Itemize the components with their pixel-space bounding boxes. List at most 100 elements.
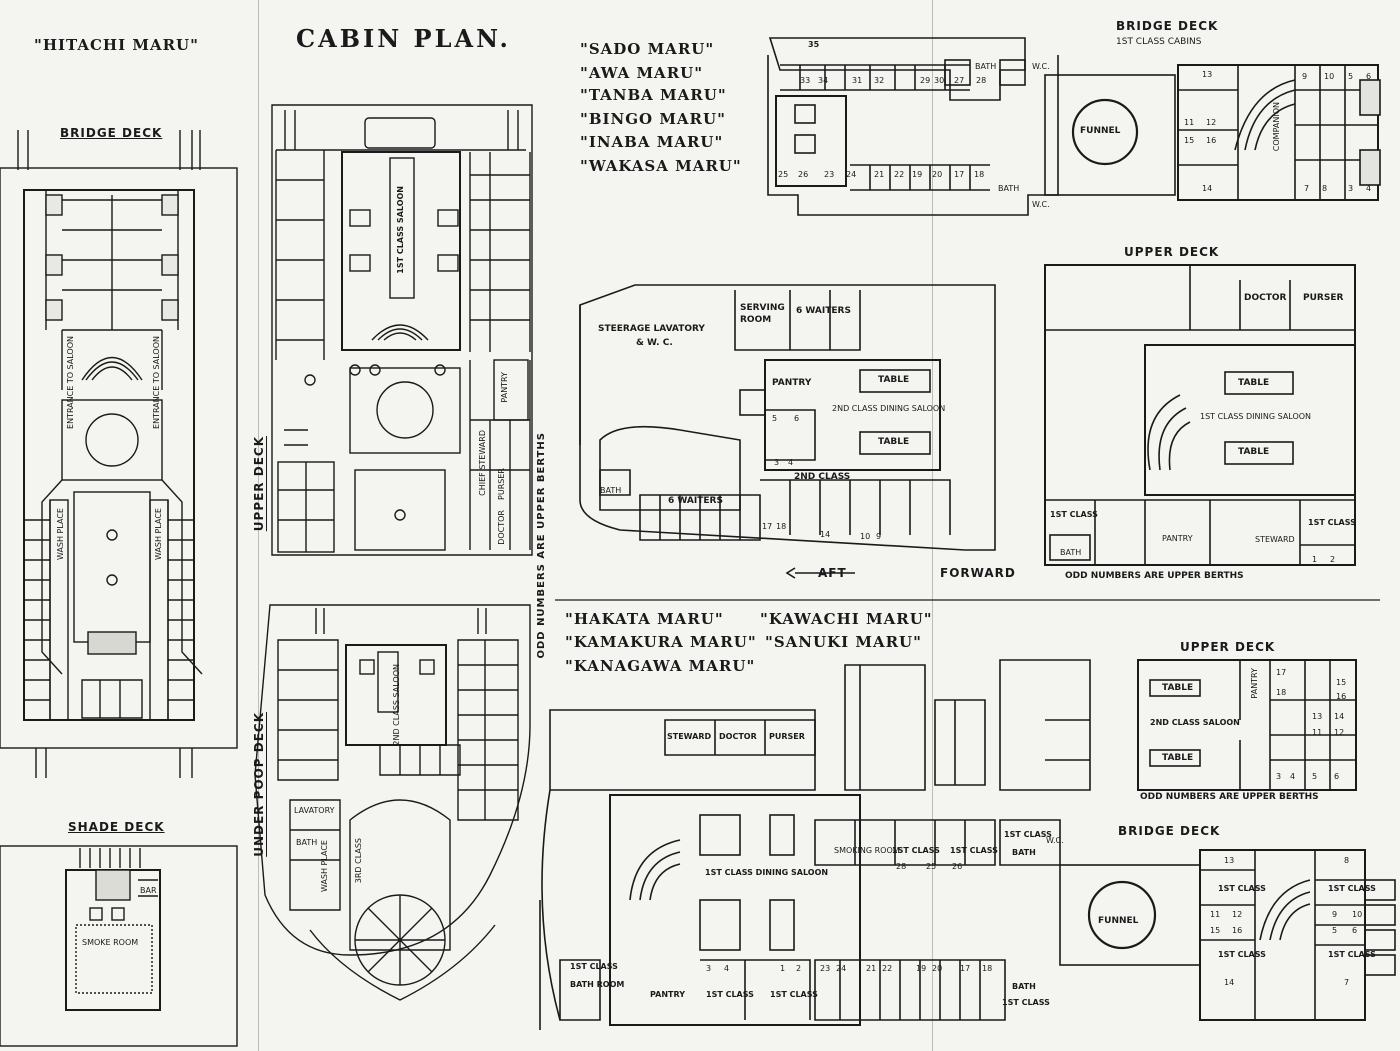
cabin-number: 12 bbox=[1206, 118, 1217, 127]
cabin-number: 29 bbox=[920, 76, 931, 85]
first-class-dining-saloon-label: 1ST CLASS DINING SALOON bbox=[705, 868, 829, 877]
second-class-label: 2ND CLASS bbox=[794, 472, 851, 482]
table-label: TABLE bbox=[1238, 378, 1270, 388]
cabin-number: 14 bbox=[1334, 712, 1345, 721]
cabin-number: 1 bbox=[1312, 555, 1318, 564]
cabin-number: 19 bbox=[912, 170, 923, 179]
cabin-number: 2 bbox=[1330, 555, 1336, 564]
bath-label: BATH bbox=[1060, 548, 1082, 557]
pantry-label: PANTRY bbox=[650, 990, 685, 999]
first-class-label: 1ST CLASS bbox=[1004, 830, 1052, 839]
purser-label: PURSER bbox=[497, 468, 506, 500]
purser-label: PURSER bbox=[1303, 293, 1344, 303]
sado-first-class-cabins-label: 1ST CLASS CABINS bbox=[1116, 37, 1202, 47]
hakata-bridge-deck bbox=[559, 794, 1396, 1026]
first-class-label: 1ST CLASS bbox=[950, 846, 998, 855]
cabin-number: 16 bbox=[1206, 136, 1217, 145]
first-class-label: 1ST CLASS bbox=[1218, 884, 1266, 893]
cabin-number: 2 bbox=[796, 964, 802, 973]
cabin-number: 5 bbox=[1332, 926, 1338, 935]
funnel-label: FUNNEL bbox=[1080, 126, 1121, 136]
cabin-number: 24 bbox=[836, 964, 847, 973]
cabin-number: 24 bbox=[846, 170, 857, 179]
cabin-number: 11 bbox=[1184, 118, 1195, 127]
cabin-number: 13 bbox=[1202, 70, 1213, 79]
cabin-number: 8 bbox=[1322, 184, 1328, 193]
steward-label: STEWARD bbox=[1255, 535, 1295, 544]
hitachi-shade-deck-label: SHADE DECK bbox=[68, 820, 165, 834]
purser-label: PURSER bbox=[769, 732, 805, 741]
first-class-label: 1ST CLASS bbox=[1218, 950, 1266, 959]
second-class-saloon-label: 2ND CLASS SALOON bbox=[1150, 718, 1240, 727]
sado-bridge-deck bbox=[767, 37, 1381, 216]
sado-upper-deck-aft bbox=[579, 284, 996, 579]
second-class-dining-saloon-label: 2ND CLASS DINING SALOON bbox=[832, 404, 946, 413]
bath-label: BATH bbox=[998, 184, 1020, 193]
cabin-number: 17 bbox=[960, 964, 971, 973]
doctor-label: DOCTOR bbox=[497, 510, 506, 545]
sado-bridge-deck-label: BRIDGE DECK bbox=[1116, 19, 1219, 33]
smoke-room-label: SMOKE ROOM bbox=[82, 938, 139, 947]
cabin-number: 13 bbox=[1224, 856, 1235, 865]
cabin-number: 3 bbox=[706, 964, 712, 973]
six-waiters-label-2: 6 WAITERS bbox=[668, 496, 723, 506]
table-label: TABLE bbox=[1238, 447, 1270, 457]
cabin-number: 17 bbox=[762, 522, 773, 531]
cabin-number: 15 bbox=[1184, 136, 1195, 145]
cabin-number: 6 bbox=[1334, 772, 1340, 781]
table-label: TABLE bbox=[878, 375, 910, 385]
cabin-number: 5 bbox=[1348, 72, 1354, 81]
cabin-number: 26 bbox=[952, 862, 963, 871]
page-title: CABIN PLAN. bbox=[296, 24, 511, 53]
cabin-number: 4 bbox=[1366, 184, 1372, 193]
funnel-label: FUNNEL bbox=[1098, 916, 1139, 926]
table-label: TABLE bbox=[1162, 683, 1194, 693]
first-class-label: 1ST CLASS bbox=[892, 846, 940, 855]
pantry-label: PANTRY bbox=[772, 378, 812, 388]
entrance-to-saloon-label: ENTRANCE TO SALOON bbox=[152, 336, 161, 429]
cabin-number: 4 bbox=[1290, 772, 1296, 781]
cabin-number: 31 bbox=[852, 76, 863, 85]
hitachi-shade-deck bbox=[0, 845, 238, 1047]
cabin-number: 14 bbox=[1224, 978, 1235, 987]
hitachi-under-poop-deck-label: UNDER POOP DECK bbox=[252, 712, 266, 857]
cabin-number: 7 bbox=[1344, 978, 1350, 987]
hakata-aft-deck bbox=[539, 709, 816, 1030]
hitachi-bridge-deck bbox=[0, 130, 238, 778]
cabin-number: 32 bbox=[874, 76, 885, 85]
cabin-number: 25 bbox=[926, 862, 937, 871]
cabin-number: 1 bbox=[780, 964, 786, 973]
wc-label: W.C. bbox=[1046, 836, 1064, 845]
aft-label: AFT bbox=[818, 566, 847, 580]
doctor-label: DOCTOR bbox=[719, 732, 757, 741]
cabin-number: 21 bbox=[874, 170, 885, 179]
six-waiters-label: 6 WAITERS bbox=[796, 306, 851, 316]
fold-line-center bbox=[932, 0, 933, 1051]
cabin-number: 5 bbox=[1312, 772, 1318, 781]
hakata-upper-deck-label: UPPER DECK bbox=[1180, 640, 1276, 654]
ship-name: "KANAGAWA MARU" bbox=[565, 657, 756, 675]
lavatory-label: LAVATORY bbox=[294, 806, 335, 815]
cabin-number: 18 bbox=[1276, 688, 1287, 697]
hitachi-bridge-deck-label: BRIDGE DECK bbox=[60, 126, 163, 140]
cabin-number: 14 bbox=[820, 530, 831, 539]
pantry-label: PANTRY bbox=[500, 372, 509, 403]
first-class-label: 1ST CLASS bbox=[1328, 950, 1376, 959]
bath-label: BATH bbox=[1012, 982, 1036, 991]
hitachi-odd-upper-note: ODD NUMBERS ARE UPPER BERTHS bbox=[536, 432, 547, 659]
ship-name: "WAKASA MARU" bbox=[580, 157, 742, 175]
sado-upper-deck-fwd bbox=[1044, 264, 1356, 566]
wc-label: W.C. bbox=[1032, 62, 1050, 71]
hitachi-under-poop-deck bbox=[254, 604, 531, 1001]
steerage-lavatory-label: STEERAGE LAVATORY bbox=[598, 324, 705, 334]
cabin-number: 17 bbox=[1276, 668, 1287, 677]
first-class-label: 1ST CLASS bbox=[1328, 884, 1376, 893]
cabin-number: 22 bbox=[882, 964, 893, 973]
cabin-number: 9 bbox=[1332, 910, 1338, 919]
cabin-number: 23 bbox=[824, 170, 835, 179]
chief-steward-label: CHIEF STEWARD bbox=[478, 430, 487, 496]
sado-upper-deck-label: UPPER DECK bbox=[1124, 245, 1220, 259]
cabin-number: 34 bbox=[818, 76, 829, 85]
first-class-label: 1ST CLASS bbox=[570, 962, 618, 971]
